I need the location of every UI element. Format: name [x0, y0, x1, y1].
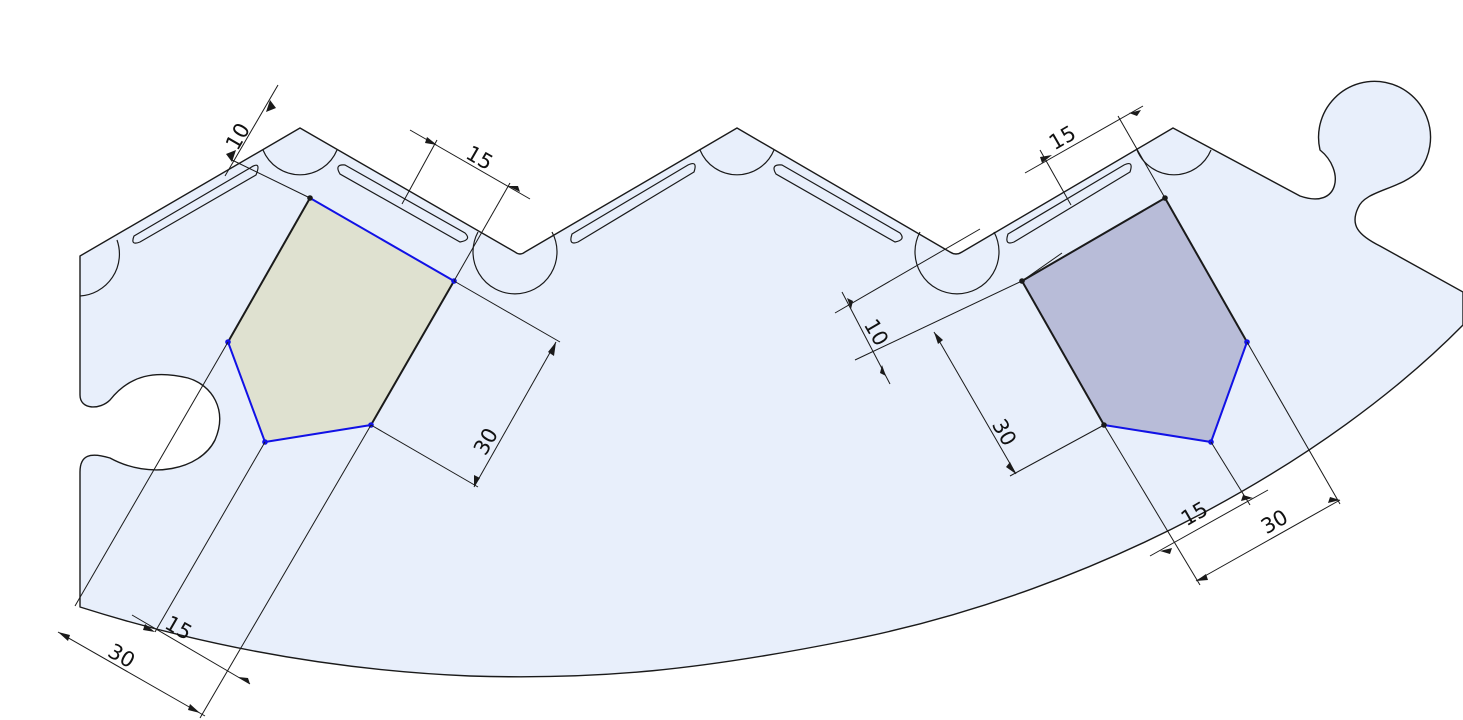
extension-line — [74, 341, 229, 607]
right-dim-top-width: 15 — [1045, 121, 1080, 155]
dimension-line — [1024, 105, 1144, 174]
left-pocket — [225, 195, 457, 445]
arrowhead — [880, 365, 886, 376]
left-sketch-blue-edges — [309, 197, 455, 282]
arrowhead — [934, 332, 943, 344]
extension-line — [1210, 441, 1251, 506]
notch-arc — [79, 239, 121, 297]
notch-arc — [262, 149, 338, 176]
extension-line — [1009, 424, 1105, 477]
slot — [337, 164, 469, 243]
left-pocket-edge — [370, 280, 455, 426]
arrowhead — [266, 100, 276, 112]
extension-line — [370, 424, 479, 488]
right-pocket-edge — [1164, 197, 1248, 343]
right-pocket-face — [1022, 198, 1247, 442]
dimension-line — [933, 331, 1017, 475]
notch-arc — [699, 149, 775, 176]
arrowhead — [1241, 495, 1253, 501]
extension-line — [1246, 341, 1341, 505]
arrowhead — [548, 342, 556, 356]
arrowhead — [425, 137, 437, 145]
left-pocket-edge — [227, 197, 311, 343]
arrowhead — [238, 677, 250, 684]
edge-slots — [132, 162, 1132, 244]
extension-line — [199, 424, 372, 719]
dimension-lines — [57, 84, 1341, 719]
left-pocket-face — [228, 198, 454, 442]
extension-line — [453, 280, 561, 343]
slot — [570, 162, 696, 244]
arrowhead — [1160, 548, 1172, 554]
extension-line — [453, 182, 511, 282]
arrowhead — [1328, 497, 1340, 503]
edge-notch-arcs — [79, 149, 1212, 297]
notch-arc — [472, 231, 558, 295]
left-sketch-points — [225, 195, 457, 445]
dimension-line — [131, 614, 251, 685]
notch-arc — [914, 231, 1000, 295]
extension-line — [854, 280, 1023, 361]
slot — [1006, 162, 1132, 244]
extension-line — [1117, 115, 1166, 199]
arrowhead — [1006, 462, 1016, 474]
extension-line — [1103, 424, 1201, 586]
arrowhead — [1129, 110, 1141, 116]
left-dim-top-offset: 10 — [221, 119, 255, 154]
arrowhead — [508, 186, 520, 192]
right-pocket-edge — [1021, 197, 1166, 282]
dimension-line — [1195, 499, 1341, 582]
right-pocket — [1019, 195, 1250, 445]
dimension-line — [1149, 489, 1269, 557]
dimension-line — [473, 341, 557, 488]
dimension-arrowheads — [58, 100, 1340, 713]
arrowhead — [143, 624, 155, 632]
extension-line — [401, 139, 438, 205]
dimension-line — [57, 631, 206, 717]
extension-line — [231, 159, 311, 199]
slot — [773, 164, 903, 243]
right-pocket-edge — [1021, 280, 1105, 426]
extension-line — [1021, 252, 1063, 282]
extension-line — [154, 441, 266, 633]
arrowhead — [474, 475, 480, 487]
arrowhead — [847, 298, 853, 309]
arrowhead — [188, 704, 200, 713]
left-dim-top-width: 15 — [462, 141, 497, 175]
dimension-line — [224, 84, 279, 177]
slot — [132, 164, 259, 244]
arrowhead — [58, 632, 70, 641]
arrowhead — [1196, 574, 1208, 581]
right-dim-bottom-overall-width: 30 — [1257, 505, 1292, 539]
extension-line — [834, 228, 981, 314]
left-dim-bottom-overall-width: 30 — [104, 639, 139, 673]
arrowhead — [226, 150, 236, 162]
arrowhead — [1040, 155, 1052, 163]
